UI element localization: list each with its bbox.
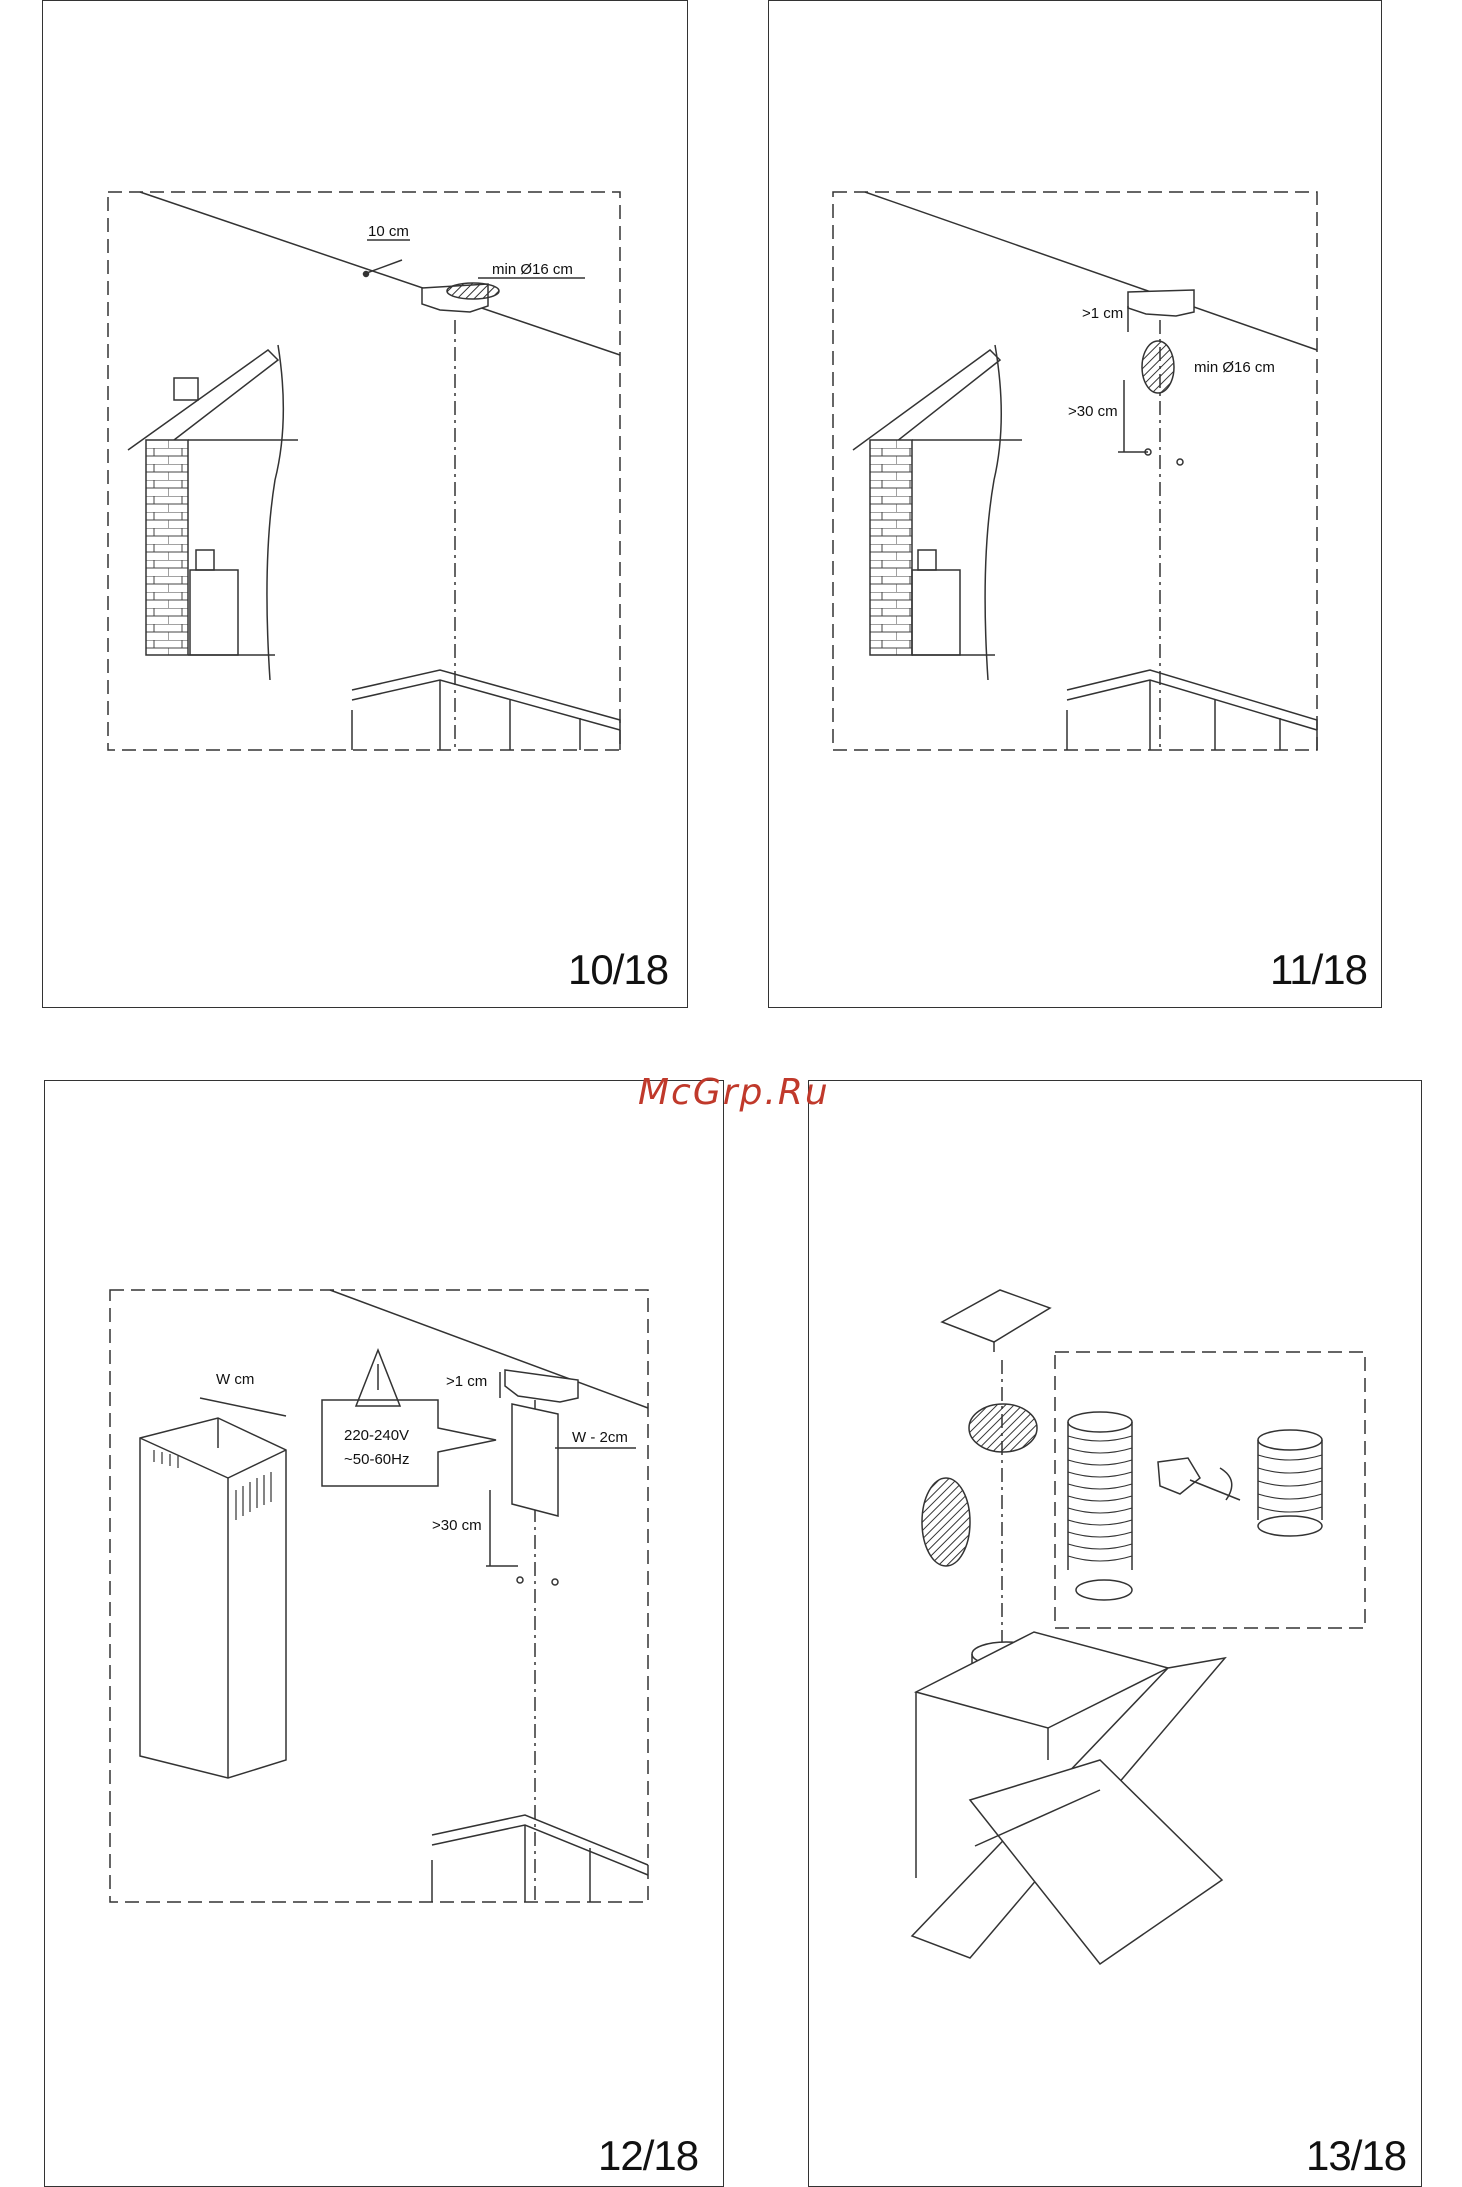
label-frequency: ~50-60Hz <box>344 1451 409 1468</box>
label-voltage: 220-240V <box>344 1427 409 1444</box>
page-number-11: 11/18 <box>1270 946 1367 994</box>
figure-12 <box>110 1290 648 1902</box>
label-diameter-10: min Ø16 cm <box>492 261 573 278</box>
label-height-11: >30 cm <box>1068 403 1118 420</box>
figure-13 <box>912 1290 1365 1964</box>
label-gap-12: >1 cm <box>446 1373 487 1390</box>
page-number-13: 13/18 <box>1306 2132 1406 2180</box>
label-10cm: 10 cm <box>368 223 409 240</box>
label-gap-11: >1 cm <box>1082 305 1123 322</box>
label-width-12: W cm <box>216 1371 254 1388</box>
watermark: McGrp.Ru <box>638 1072 830 1113</box>
label-plate-width: W - 2cm <box>572 1429 628 1446</box>
page-number-12: 12/18 <box>598 2132 698 2180</box>
figure-11 <box>833 192 1317 750</box>
label-height-12: >30 cm <box>432 1517 482 1534</box>
page-number-10: 10/18 <box>568 946 668 994</box>
label-diameter-11: min Ø16 cm <box>1194 359 1275 376</box>
